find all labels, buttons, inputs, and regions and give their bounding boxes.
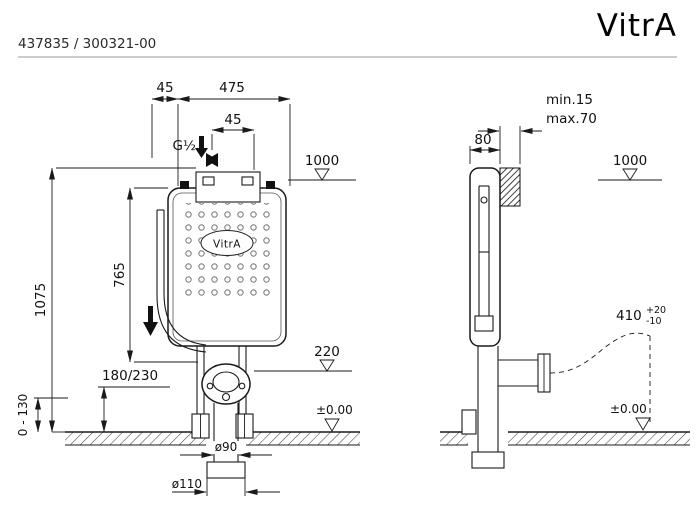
- dim-765-label: 765: [112, 262, 128, 288]
- outlet-hole: [212, 371, 240, 393]
- dim-o90-label: ø90: [215, 440, 238, 454]
- level-floor-front: ±0.00: [316, 403, 353, 432]
- dim-outlet-height-front: 180/230: [98, 368, 170, 433]
- dim-drain-90: ø90: [180, 440, 272, 458]
- drain-sleeve: [206, 461, 246, 479]
- dim-top: 45 475: [151, 80, 291, 186]
- cistern-side: [469, 167, 521, 347]
- level-triangle-icon: [319, 359, 335, 372]
- reference-curve: [549, 332, 651, 374]
- wall-section: [499, 167, 521, 207]
- fixing-tab-right: [266, 181, 275, 189]
- dim-45-left-label: 45: [156, 80, 173, 96]
- dim-180-230-label: 180/230: [102, 368, 158, 384]
- level-triangle-icon: [314, 168, 330, 181]
- dim-outlet-height-side: 410 +20 -10: [549, 305, 666, 424]
- plate-fixing-left: [202, 176, 215, 186]
- dim-1075-label: 1075: [33, 283, 49, 317]
- dim-475-label: 475: [219, 80, 245, 96]
- dim-410-label: 410: [616, 308, 642, 324]
- dim-drain-110: ø110: [172, 477, 280, 496]
- level-triangle-icon: [324, 418, 340, 432]
- dim-min15-label: min.15: [546, 92, 593, 108]
- front-view: VitrA: [16, 80, 360, 496]
- level-1000-label: 1000: [613, 153, 647, 169]
- dim-410-tol-minus: -10: [646, 316, 662, 327]
- fixing-tab-left: [180, 181, 189, 189]
- inlet-thread-label: G½: [172, 138, 196, 154]
- level-220: 220: [254, 344, 352, 372]
- foot-side: [461, 409, 477, 435]
- level-220-label: 220: [314, 344, 340, 360]
- outlet-bolt-left: [206, 382, 214, 390]
- dim-inlet-offset: 45: [211, 112, 255, 170]
- tank-logo-text: VitrA: [213, 239, 241, 251]
- dim-0-130-label: 0 - 130: [16, 394, 30, 437]
- side-piping: [461, 346, 551, 469]
- level-triangle-icon: [635, 417, 651, 431]
- outlet-bolt-right: [238, 382, 246, 390]
- level-floor-side: ±0.00: [610, 402, 651, 431]
- valve-detail: [480, 196, 488, 204]
- inlet-valve: [195, 136, 218, 167]
- level-floor-label: ±0.00: [610, 402, 647, 416]
- dim-45-inlet-label: 45: [224, 112, 241, 128]
- dim-410-tol-plus: +20: [646, 305, 666, 316]
- outlet-bolt-center: [221, 392, 231, 402]
- dim-max70-label: max.70: [546, 111, 597, 127]
- level-1000-side: 1000: [598, 153, 662, 181]
- dim-wall-finish: min.15 max.70: [478, 92, 597, 164]
- outlet-flange: [201, 363, 251, 405]
- product-code: 437835 / 300321-00: [18, 36, 156, 52]
- level-1000-label: 1000: [305, 153, 339, 169]
- brand-logo: VitrA: [597, 8, 677, 44]
- drain-outlet: [201, 363, 251, 479]
- dim-foot-adjust: 0 - 130: [16, 394, 68, 437]
- level-1000-front: 1000: [288, 153, 356, 181]
- level-floor-label: ±0.00: [316, 403, 353, 417]
- valve-icon: [206, 153, 218, 167]
- dim-80-label: 80: [474, 132, 491, 148]
- cistern-front: VitrA: [167, 171, 287, 347]
- flush-mechanism: [474, 315, 494, 332]
- plate-fixing-right: [241, 176, 254, 186]
- flush-direction-arrow-icon: [143, 306, 158, 336]
- dim-765: 765: [112, 187, 198, 363]
- header: 437835 / 300321-00 VitrA: [18, 8, 677, 58]
- dim-1075: 1075: [33, 167, 196, 433]
- tank-profile: [469, 167, 501, 347]
- side-view: min.15 max.70 80 1000 410 +20 -10 ±0.00: [440, 92, 690, 469]
- drain-sleeve: [471, 451, 505, 469]
- inlet-arrow-icon: [195, 136, 208, 158]
- tank-logo-badge: [200, 230, 254, 256]
- level-triangle-icon: [622, 168, 638, 181]
- label-backing: [211, 441, 241, 454]
- pipe-inner: [163, 210, 207, 346]
- pipe-outer: [156, 210, 207, 353]
- dim-depth-80: 80: [469, 132, 501, 164]
- fill-pipe: [156, 209, 207, 353]
- dim-o110-label: ø110: [172, 477, 202, 491]
